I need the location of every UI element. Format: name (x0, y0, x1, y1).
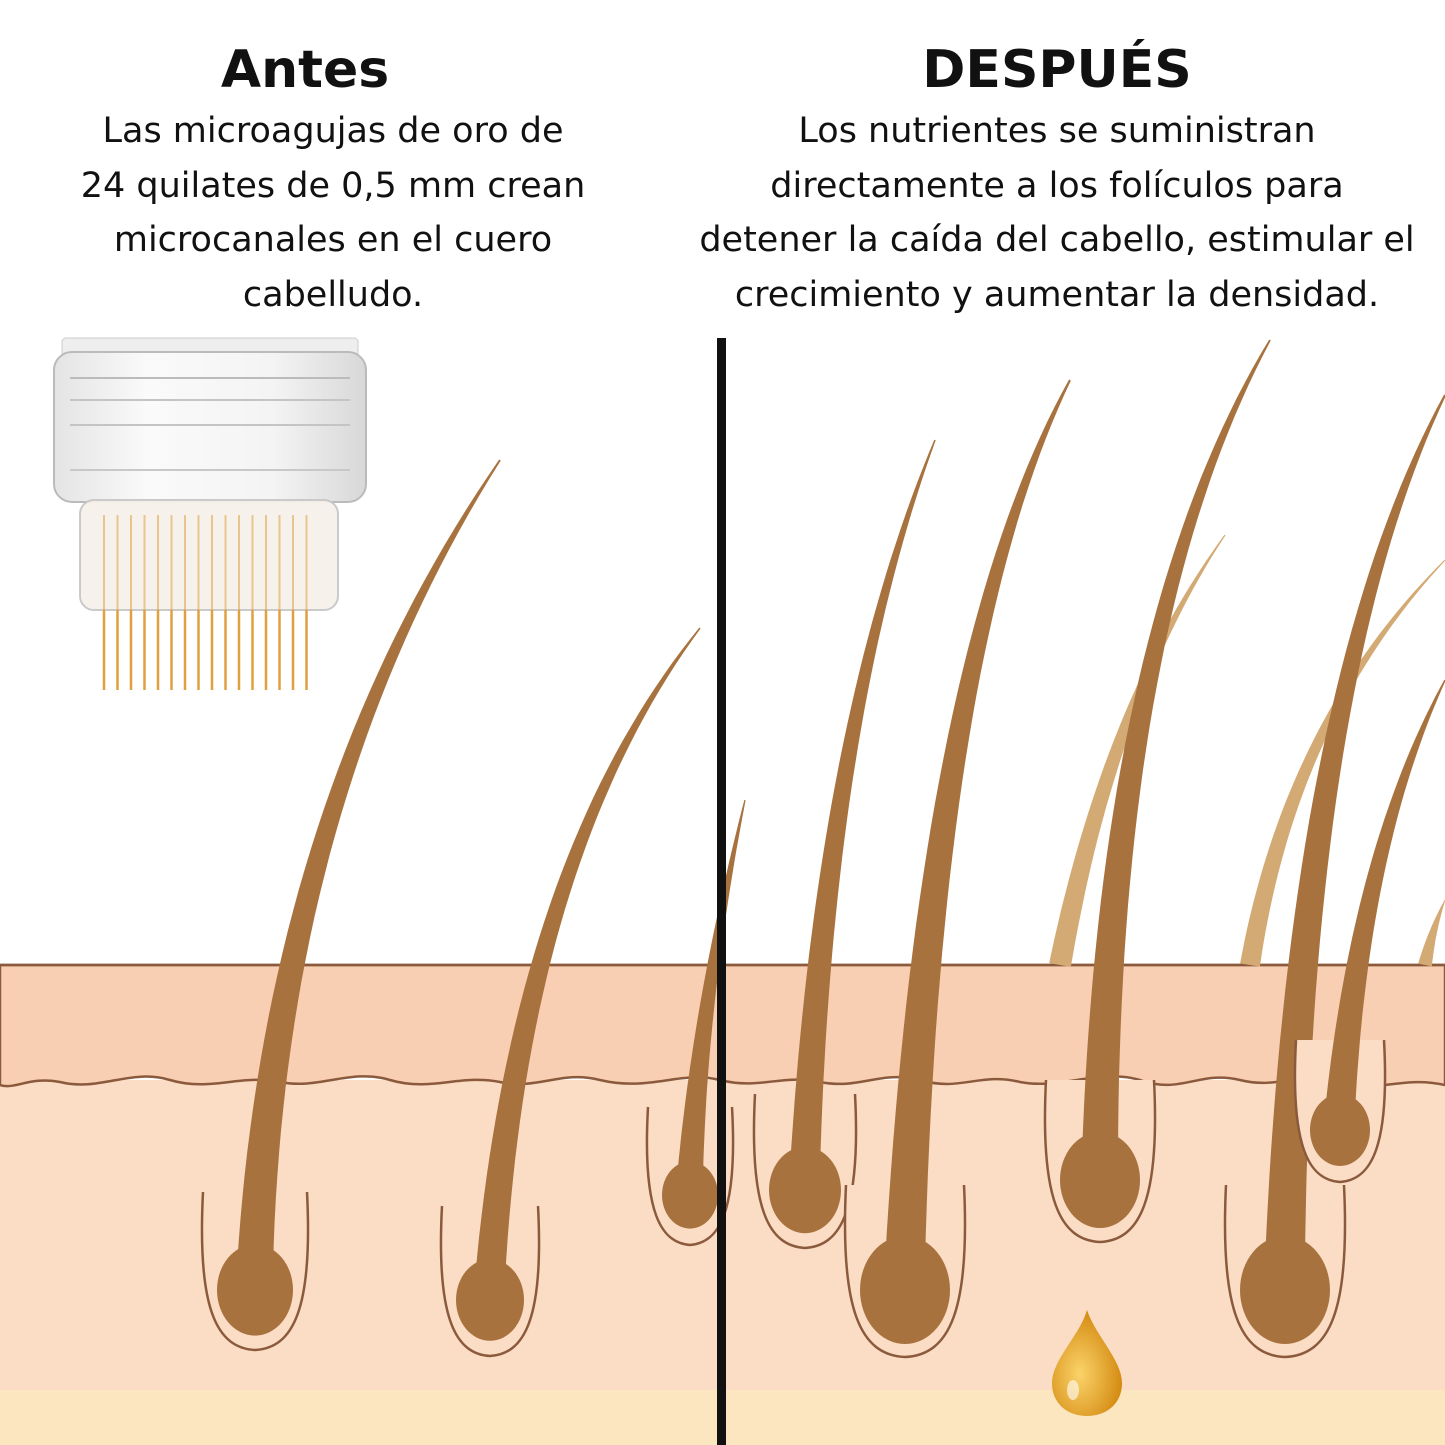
hair-bulb (1310, 1094, 1370, 1166)
hair-bulb (456, 1259, 524, 1341)
hair-strands (200, 339, 1445, 1359)
light-hair (1240, 559, 1445, 967)
hair-bulb (860, 1236, 950, 1344)
after-description-line: Los nutrientes se suministran (798, 111, 1316, 151)
hair-strand (475, 627, 701, 1281)
before-description-line: Las microagujas de oro de (102, 111, 564, 151)
after-description: Los nutrientes se suministran directamen… (677, 104, 1437, 322)
hair-strand (1082, 339, 1271, 1157)
before-description: Las microagujas de oro de 24 quilates de… (13, 104, 653, 322)
after-title: DESPUÉS (922, 40, 1192, 100)
hair-bulb (1060, 1132, 1140, 1228)
before-description-line: microcanales en el cuero (113, 220, 553, 260)
nutrient-drop-icon (1052, 1310, 1122, 1416)
hair-strand (885, 379, 1071, 1264)
after-description-line: directamente a los folículos para (770, 165, 1344, 206)
light-hair (1049, 534, 1226, 967)
hair-bulb (662, 1161, 718, 1229)
hair-strand (790, 439, 936, 1170)
before-description-line: cabelludo. (242, 274, 424, 315)
hair-strand (1325, 679, 1445, 1114)
before-description-line: 24 quilates de 0,5 mm crean (80, 165, 586, 206)
hair-bulb (1240, 1236, 1330, 1344)
hair-strand (237, 459, 501, 1268)
after-description-line: detener la caída del cabello, estimular … (699, 220, 1415, 260)
after-description-line: crecimiento y aumentar la densidad. (734, 274, 1380, 315)
hair-bulb (769, 1146, 841, 1234)
divider-line (717, 338, 726, 1445)
gold-needles (102, 515, 308, 690)
microneedle-device-icon (53, 337, 367, 690)
hair-bulb (217, 1244, 293, 1336)
light-hair (1418, 899, 1445, 967)
before-title: Antes (220, 40, 390, 100)
hair-strand (677, 799, 746, 1179)
